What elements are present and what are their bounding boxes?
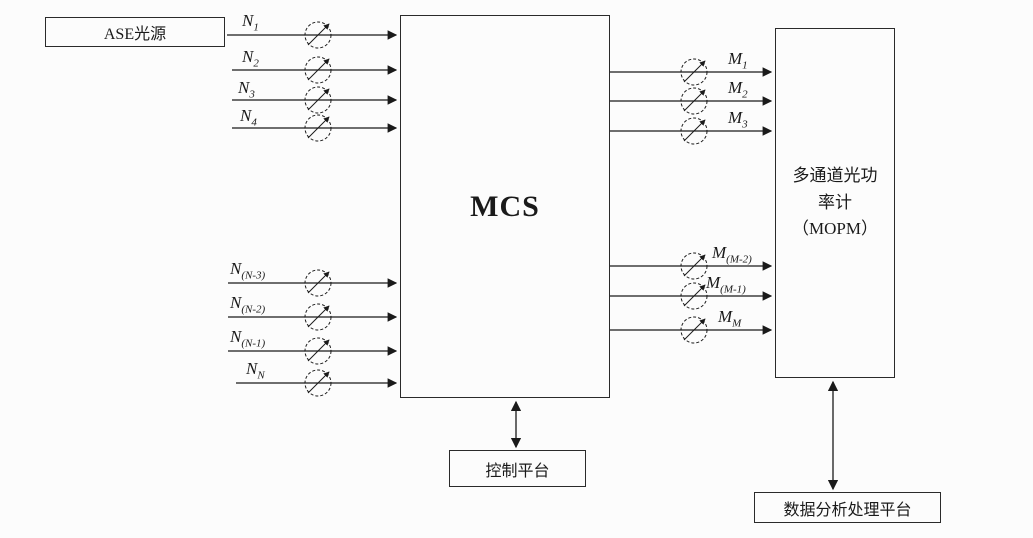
channel-sub: (M-2)	[726, 253, 752, 266]
mopm-label-line3: （MOPM）	[792, 219, 878, 239]
attenuator-icon	[304, 369, 332, 397]
input-channel-label-3: N3	[238, 78, 255, 100]
channel-var: M	[706, 273, 721, 292]
channel-var: N	[230, 327, 242, 346]
output-lines	[610, 67, 773, 335]
attenuator-icon	[680, 87, 708, 115]
channel-var: M	[718, 307, 733, 326]
channel-sub: 3	[742, 118, 748, 131]
input-channel-label-1: N1	[242, 11, 259, 33]
bidirectional-links	[510, 380, 839, 491]
input-channel-label-4: N4	[240, 106, 257, 128]
channel-var: N	[230, 259, 242, 278]
channel-var: M	[728, 108, 743, 127]
channel-var: M	[712, 243, 727, 262]
channel-sub: 3	[249, 88, 255, 101]
channel-sub: (N-3)	[241, 269, 266, 282]
channel-var: N	[238, 78, 250, 97]
channel-sub: (N-2)	[241, 303, 266, 316]
output-channel-label-3: M3	[728, 108, 748, 130]
attenuator-icon	[680, 252, 708, 280]
ase-source-label: ASE光源	[103, 26, 167, 43]
mcs-label: MCS	[470, 189, 540, 223]
attenuator-icon	[304, 21, 332, 49]
attenuator-icon	[304, 337, 332, 365]
attenuator-icon	[304, 269, 332, 297]
attenuator-icon	[304, 303, 332, 331]
input-channel-label-5: N(N-3)	[230, 259, 265, 281]
channel-sub: 2	[742, 88, 748, 101]
output-channel-label-1: M1	[728, 49, 748, 71]
input-channel-label-6: N(N-2)	[230, 293, 265, 315]
output-channel-label-2: M2	[728, 78, 748, 100]
input-channel-label-7: N(N-1)	[230, 327, 265, 349]
channel-var: M	[728, 49, 743, 68]
channel-var: M	[728, 78, 743, 97]
input-attenuators	[304, 21, 332, 397]
output-channel-label-4: M(M-2)	[712, 243, 752, 265]
output-channel-label-5: M(M-1)	[706, 273, 746, 295]
attenuator-icon	[680, 282, 708, 310]
ase-source-box: ASE光源	[45, 17, 225, 47]
channel-sub: (N-1)	[241, 337, 266, 350]
mopm-label-line2: 率计	[818, 192, 852, 212]
output-attenuators	[680, 58, 708, 344]
channel-sub: 2	[253, 57, 259, 70]
input-channel-label-8: NN	[246, 359, 265, 381]
data-platform-box: 数据分析处理平台	[754, 492, 941, 523]
mopm-label-line1: 多通道光功	[792, 166, 878, 186]
channel-var: N	[230, 293, 242, 312]
attenuator-icon	[304, 114, 332, 142]
input-lines	[227, 30, 398, 388]
channel-var: N	[246, 359, 258, 378]
channel-sub: 1	[742, 59, 748, 72]
data-platform-label: 数据分析处理平台	[783, 501, 912, 519]
channel-sub: (M-1)	[720, 283, 746, 296]
channel-sub: N	[257, 369, 265, 382]
channel-var: N	[242, 47, 254, 66]
attenuator-icon	[304, 86, 332, 114]
input-channel-label-2: N2	[242, 47, 259, 69]
mcs-box: MCS	[400, 15, 610, 398]
control-platform-label: 控制平台	[485, 462, 550, 480]
mopm-label: 多通道光功 率计 （MOPM）	[792, 163, 878, 242]
attenuator-icon	[680, 117, 708, 145]
channel-sub: 1	[253, 21, 259, 34]
output-channel-label-6: MM	[718, 307, 741, 329]
control-platform-box: 控制平台	[449, 450, 586, 487]
channel-var: N	[242, 11, 254, 30]
channel-var: N	[240, 106, 252, 125]
channel-sub: 4	[251, 116, 257, 129]
mopm-box: 多通道光功 率计 （MOPM）	[775, 28, 895, 378]
attenuator-icon	[680, 58, 708, 86]
attenuator-icon	[304, 56, 332, 84]
channel-sub: M	[732, 317, 742, 330]
attenuator-icon	[680, 316, 708, 344]
